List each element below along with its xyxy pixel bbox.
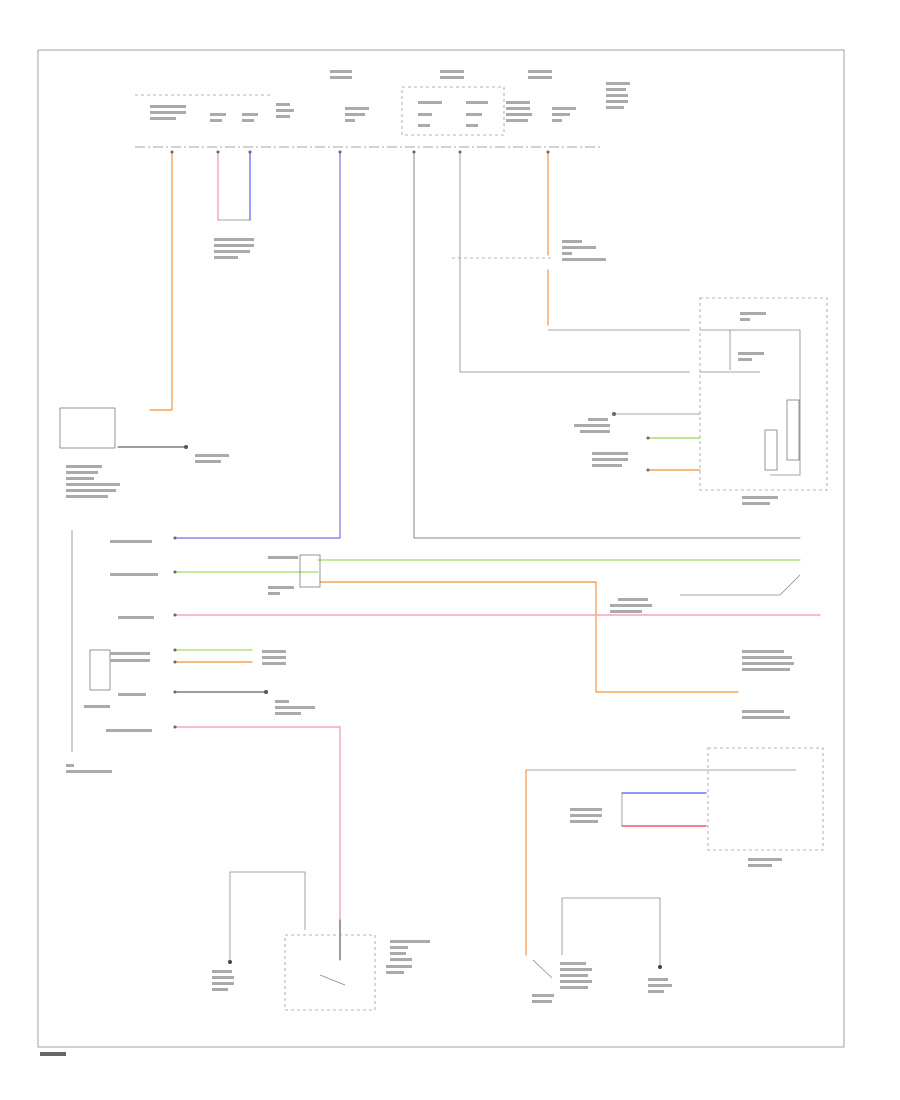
door-switch-box xyxy=(284,934,376,1011)
diagram-frame xyxy=(37,49,845,1048)
tiny-labels xyxy=(40,70,794,1056)
bcm-led-block xyxy=(89,649,111,691)
cluster-internal-2 xyxy=(700,330,760,373)
fuse-group-box xyxy=(401,86,505,136)
door-switch-contact xyxy=(319,974,346,986)
wire-orange-long xyxy=(319,581,739,693)
instrument-cluster-box xyxy=(699,297,828,491)
seatbelt-sensor-box xyxy=(59,407,116,449)
wire-purple-main xyxy=(174,151,341,539)
buckle-switch-box xyxy=(299,554,321,588)
cluster-gauge-box xyxy=(764,429,778,471)
cluster-internal-1 xyxy=(700,329,801,476)
connector-pins xyxy=(170,150,650,729)
wire-ground-loop xyxy=(229,871,306,960)
wire-thin-joint-left xyxy=(459,152,690,373)
wire-gray-main xyxy=(413,151,801,539)
passenger-sensor-box xyxy=(707,747,824,851)
wire-orange-seatbelt xyxy=(149,151,173,411)
wire-pink-door xyxy=(174,726,341,921)
ground-symbols xyxy=(228,960,662,969)
wire-gray-right-switch xyxy=(680,574,801,596)
shift-switch-contact xyxy=(532,959,553,979)
cluster-gauge-box-2 xyxy=(786,399,800,461)
wire-ground-shift xyxy=(561,897,661,965)
wire-green-long xyxy=(174,559,801,573)
